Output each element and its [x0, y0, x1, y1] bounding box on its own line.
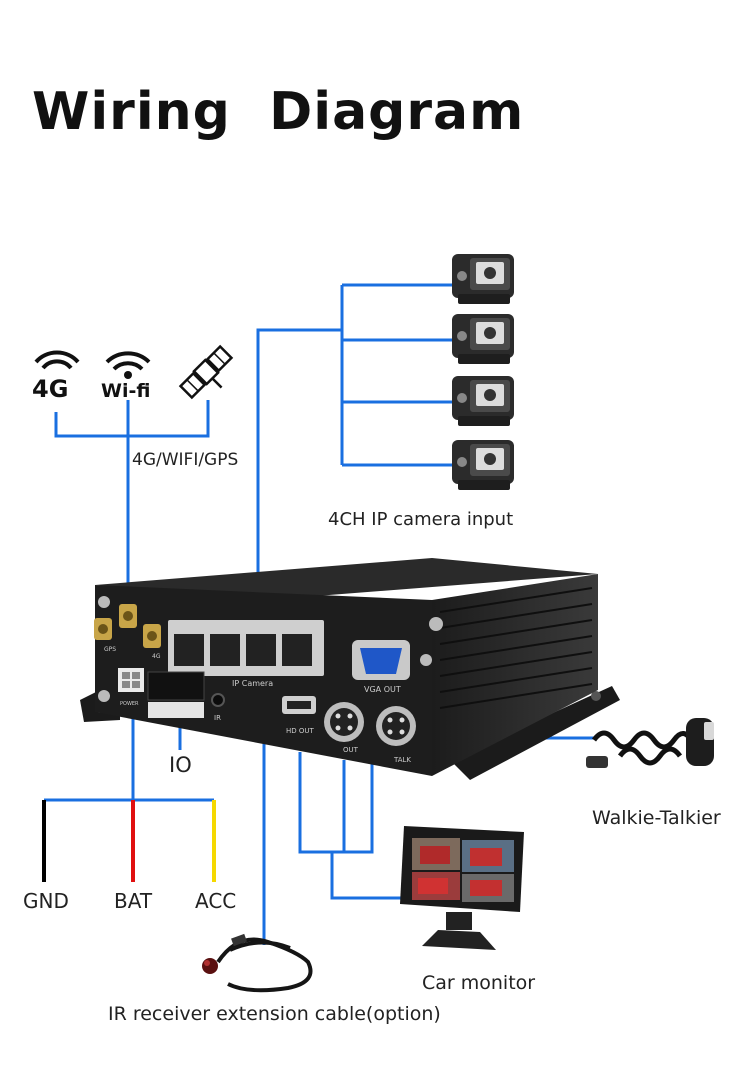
acc-label: ACC — [195, 889, 237, 913]
svg-text:POWER: POWER — [120, 701, 139, 707]
svg-text:VGA OUT: VGA OUT — [364, 685, 401, 694]
gnd-label: GND — [23, 889, 69, 913]
power-leads — [42, 798, 216, 882]
ir-label: IR receiver extension cable(option) — [108, 1003, 441, 1025]
monitor-label: Car monitor — [422, 972, 536, 994]
ip-camera-2 — [452, 314, 514, 364]
svg-text:GPS: GPS — [104, 646, 116, 653]
ir-receiver-cable — [202, 933, 313, 993]
mdvr-device: GPS 4G IP Camera VGA OUT POWER — [80, 558, 620, 780]
svg-text:Wi-fi: Wi-fi — [101, 380, 150, 402]
satellite-icon — [178, 344, 234, 400]
av-out-connector — [324, 702, 364, 742]
hd-out-port — [282, 696, 316, 714]
svg-text:4G: 4G — [152, 653, 161, 660]
gps-connector — [94, 618, 112, 640]
ip-camera-1 — [452, 254, 514, 304]
svg-text:HD OUT: HD OUT — [286, 727, 315, 735]
ip-camera-3 — [452, 376, 514, 426]
page-title: Wiring Diagram — [32, 82, 525, 142]
wifi-icon: Wi-fi — [101, 351, 150, 402]
svg-text:OUT: OUT — [343, 746, 359, 754]
monitor-wires — [298, 700, 408, 900]
4g-connector — [143, 624, 161, 648]
svg-text:IR: IR — [214, 714, 221, 722]
cameras-label: 4CH IP camera input — [328, 509, 514, 530]
antenna-label: 4G/WIFI/GPS — [132, 450, 239, 470]
svg-text:4G: 4G — [32, 375, 68, 403]
svg-text:TALK: TALK — [393, 756, 411, 764]
bat-label: BAT — [114, 889, 153, 913]
camera-wires — [256, 283, 452, 622]
svg-text:IP Camera: IP Camera — [232, 679, 273, 688]
antenna-wires — [54, 400, 210, 600]
io-label: IO — [169, 753, 192, 777]
walkie-label: Walkie-Talkier — [592, 807, 721, 829]
walkie-talkie — [586, 718, 714, 768]
talk-connector — [376, 706, 416, 746]
vga-port — [352, 640, 410, 680]
ip-camera-ports — [168, 620, 324, 676]
io-port — [147, 671, 205, 718]
car-monitor — [400, 826, 524, 950]
power-port — [118, 668, 144, 692]
ir-port — [211, 693, 225, 707]
ip-camera-4 — [452, 440, 514, 490]
4g-icon: 4G — [32, 350, 80, 403]
wifi-connector — [119, 604, 137, 628]
